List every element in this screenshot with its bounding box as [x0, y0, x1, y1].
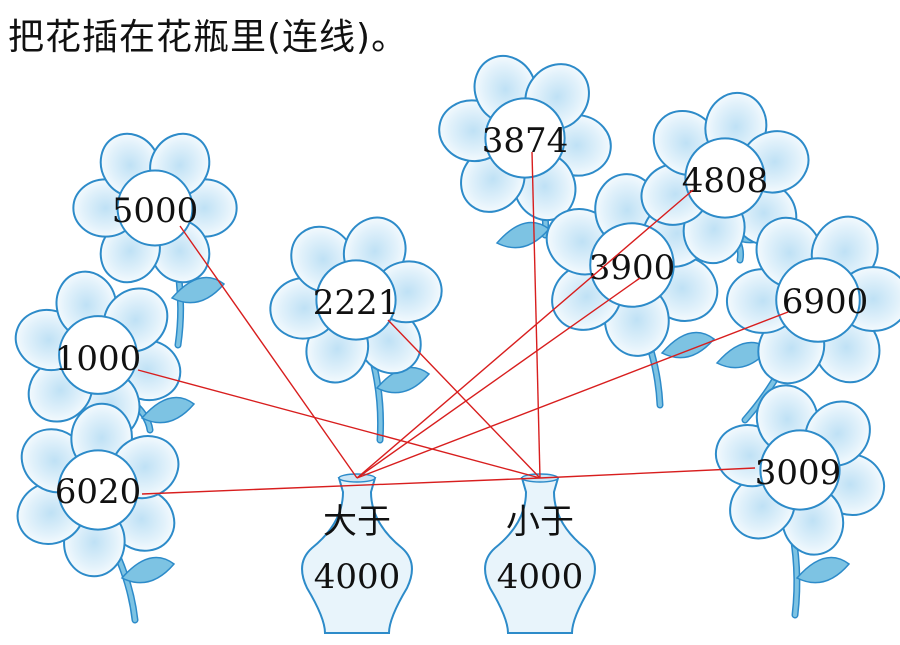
vase-threshold: 4000	[314, 557, 401, 597]
flower-5000: 5000	[72, 132, 238, 284]
connection-line-5000-big	[179, 225, 358, 479]
connection-lines-layer	[137, 151, 789, 495]
flower-center	[58, 315, 138, 395]
leaf-icon	[120, 556, 176, 584]
vase-condition: 大于	[323, 502, 391, 542]
flower-3874: 3874	[438, 54, 612, 222]
flower-number: 1000	[55, 339, 142, 379]
flower-number: 3900	[589, 248, 676, 288]
connection-line-6900-big	[356, 311, 789, 479]
flower-2221: 2221	[269, 216, 443, 384]
flowers-layer: 5000 1000 6020 2221 3874 3900 4808 6900 3009	[14, 54, 900, 578]
vase-small[interactable]: 小于 4000	[484, 473, 596, 634]
vase-icon	[301, 477, 413, 634]
leaf-icon	[170, 276, 226, 304]
flower-center	[57, 449, 139, 531]
connection-line-1000-small	[137, 369, 541, 479]
flower-number: 3009	[755, 453, 842, 493]
vase-threshold: 4000	[497, 557, 584, 597]
connection-line-4808-big	[356, 189, 694, 479]
flower-center	[684, 137, 766, 219]
vase-condition: 小于	[506, 502, 574, 542]
flower-center	[775, 257, 861, 343]
flower-center	[589, 222, 675, 308]
flower-center	[484, 97, 566, 179]
connection-line-6020-small	[141, 477, 541, 495]
flower-number: 2221	[313, 283, 400, 323]
leaf-icon	[495, 221, 551, 249]
leaf-icon	[140, 396, 196, 424]
connection-line-3874-small	[531, 151, 541, 479]
flower-number: 6020	[55, 472, 142, 512]
flower-6020: 6020	[16, 402, 180, 578]
flower-number: 5000	[112, 191, 199, 231]
flower-number: 4808	[682, 161, 769, 201]
flower-number: 6900	[782, 282, 869, 322]
flower-3009: 3009	[714, 384, 886, 556]
flower-number: 3874	[482, 121, 569, 161]
connection-line-3900-big	[356, 277, 641, 479]
flower-6900: 6900	[725, 215, 900, 385]
connection-line-3009-small	[539, 467, 756, 479]
flower-center	[116, 169, 194, 247]
connection-line-2221-small	[387, 319, 541, 479]
leaf-icon	[660, 331, 716, 359]
vase-icon	[484, 477, 596, 634]
instruction-title: 把花插在花瓶里(连线)。	[8, 17, 409, 58]
leaf-icon	[795, 556, 851, 584]
flower-4808: 4808	[640, 91, 810, 265]
flower-center	[759, 429, 841, 511]
flower-3900: 3900	[545, 173, 719, 357]
vase-big[interactable]: 大于 4000	[301, 473, 413, 634]
vases-layer: 大于 4000 小于 4000	[301, 473, 596, 634]
flower-center	[315, 259, 397, 341]
